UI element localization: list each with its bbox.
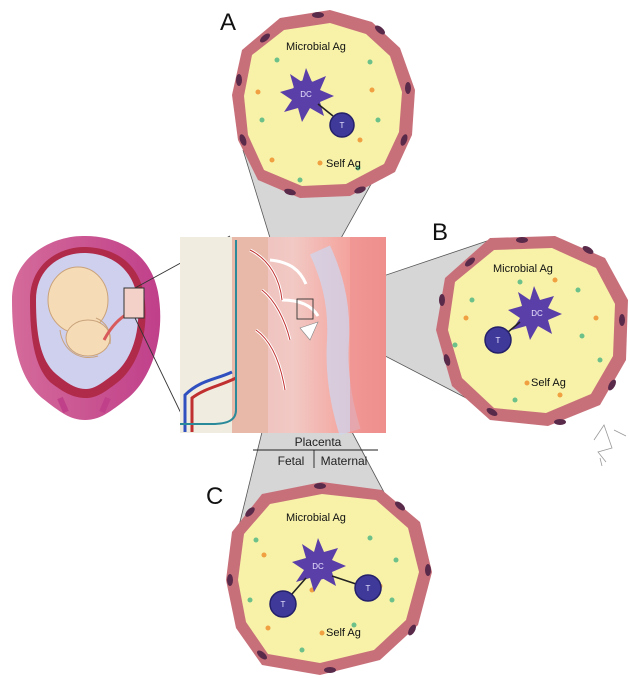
panel-a-tissue (232, 10, 415, 198)
fetal-label: Fetal (278, 454, 305, 468)
panel-c-dc-label: DC (312, 562, 324, 571)
panel-b-microbial-label: Microbial Ag (493, 263, 553, 275)
panel-a-self-label: Self Ag (326, 158, 361, 170)
panel-b-t-label: T (496, 336, 501, 345)
sketch-mark (594, 425, 626, 466)
panel-c-microbial-label: Microbial Ag (286, 512, 346, 524)
panel-b-self-label: Self Ag (531, 377, 566, 389)
placenta-title: Placenta (295, 435, 342, 449)
panel-a-t-label: T (340, 121, 345, 130)
panel-b-dc-label: DC (531, 309, 543, 318)
panel-c-letter: C (206, 483, 223, 510)
panel-b-letter: B (432, 219, 448, 246)
panel-a-microbial-label: Microbial Ag (286, 41, 346, 53)
maternal-label: Maternal (321, 454, 368, 468)
panel-a-dc-label: DC (300, 90, 312, 99)
pregnant-uterus-illustration (12, 236, 160, 420)
panel-c-t2-label: T (366, 584, 371, 593)
panel-a-letter: A (220, 9, 236, 36)
panel-c-self-label: Self Ag (326, 627, 361, 639)
panel-c-t1-label: T (281, 600, 286, 609)
placenta-cross-section (180, 237, 386, 433)
